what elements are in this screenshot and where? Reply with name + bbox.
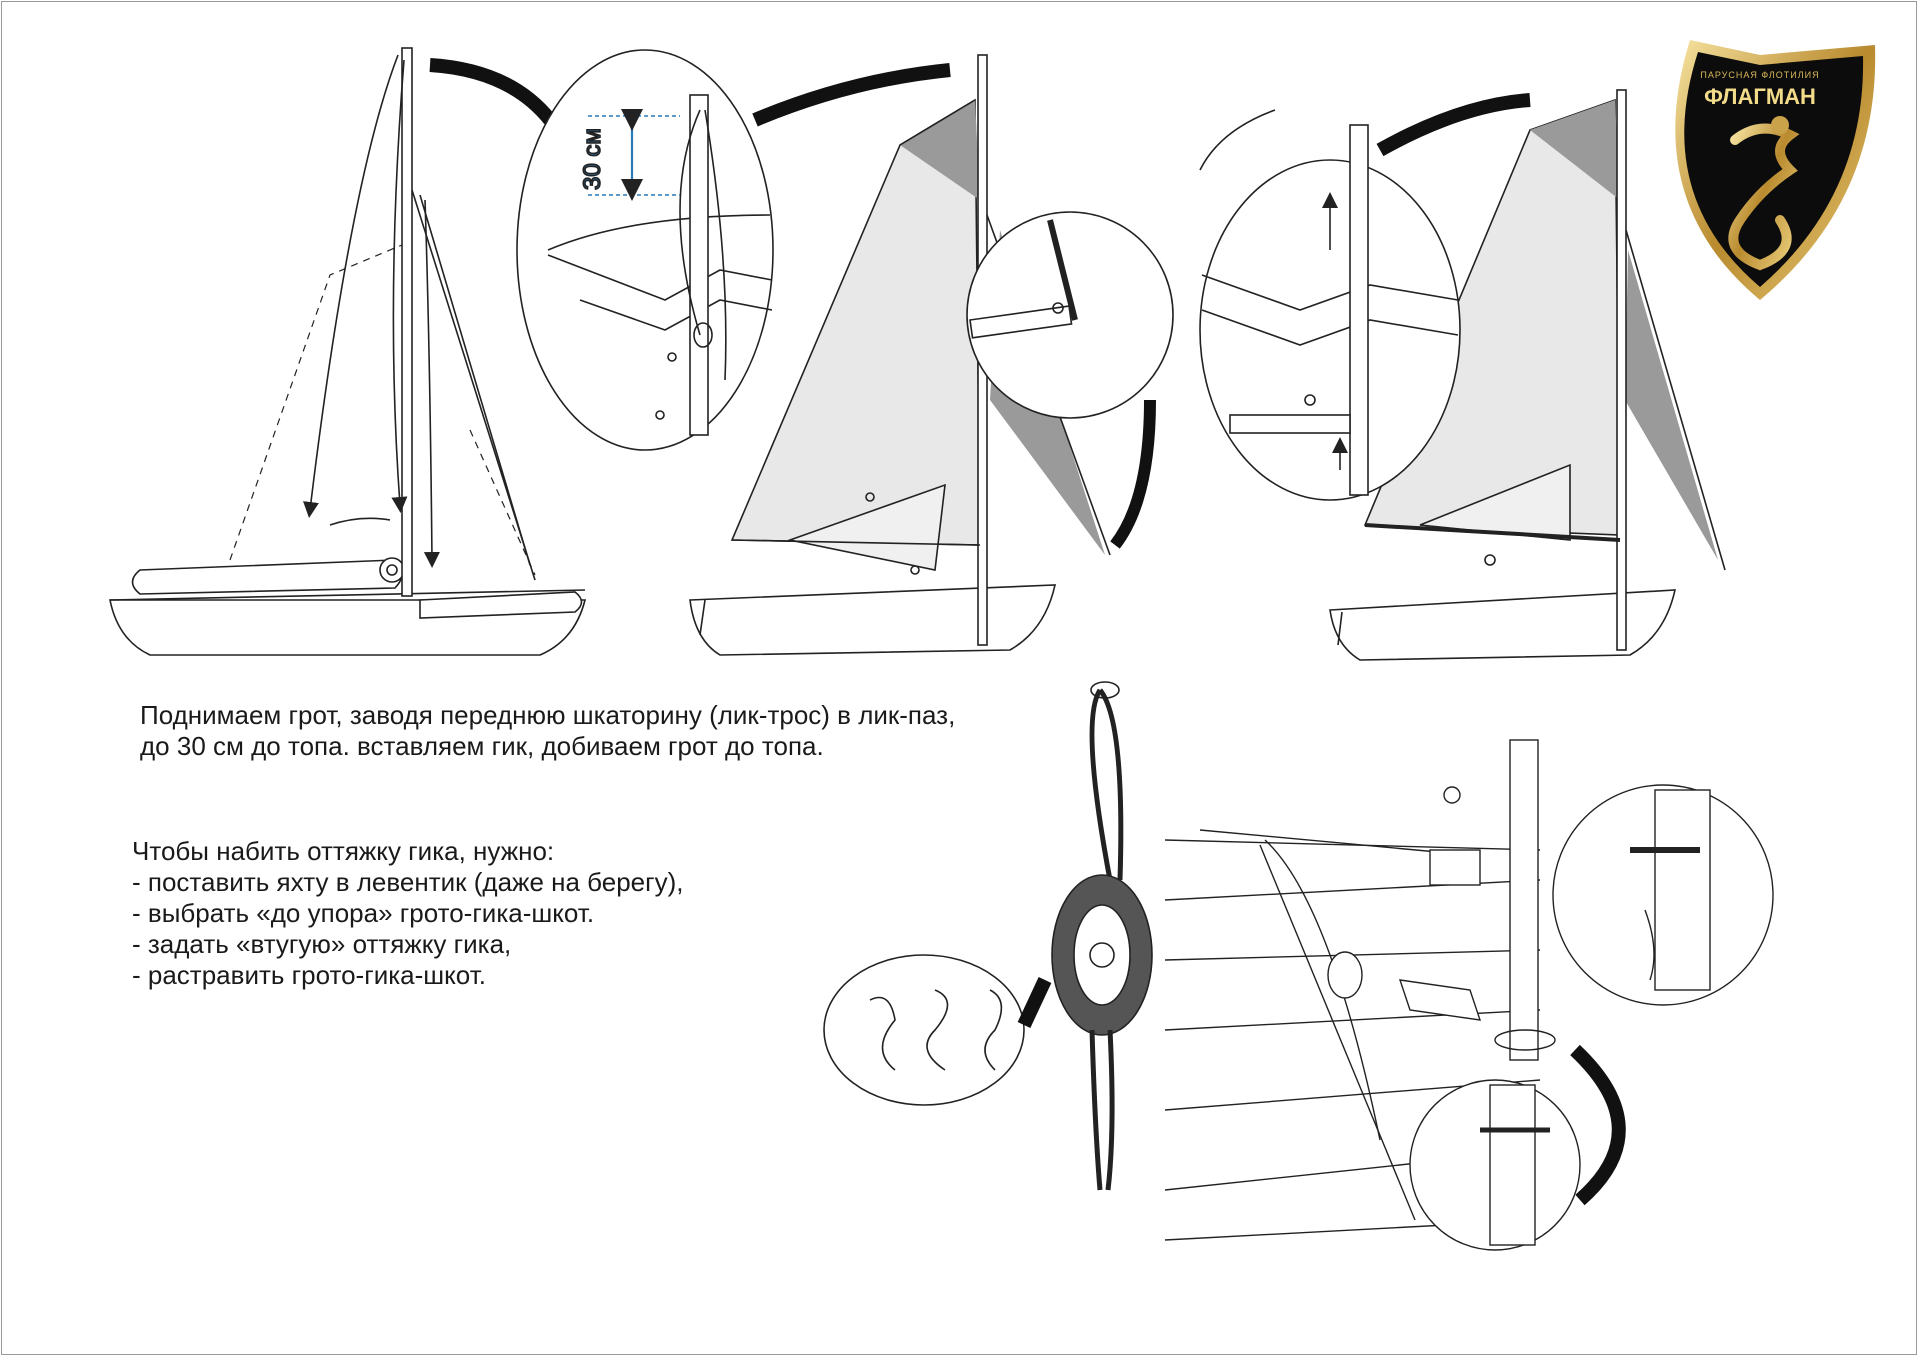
caption-vang-line-3: - выбрать «до упора» грото-гика-шкот. [132,898,595,928]
detail-circle-boom [752,63,1174,549]
vang-detail-scene [1164,739,1774,1251]
caption-vang-line-1: Чтобы набить оттяжку гика, нужно: [132,836,555,866]
dimension-label: 30 см [579,128,606,190]
caption-raise-line-2: до 30 см до топа. вставляем гик, добивае… [140,731,824,761]
figure-eight-knot-detail [823,681,1153,1191]
caption-vang-line-5: - растравить грото-гика-шкот. [132,960,486,990]
boat-1-illustration [109,47,587,656]
detail-oval-outhaul [1199,93,1531,501]
boat-3-illustration [1329,89,1726,661]
caption-raise-line-1: Поднимаем грот, заводя переднюю шкаторин… [140,700,956,730]
badge-top-line: ПАРУСНАЯ ФЛОТИЛИЯ [1700,70,1819,80]
detail-oval-halyard: 30 см [429,49,774,451]
caption-raise-mainsail: Поднимаем грот, заводя переднюю шкаторин… [140,700,955,762]
caption-boom-vang: Чтобы набить оттяжку гика, нужно: - пост… [132,836,684,991]
badge-name: ФЛАГМАН [1704,84,1816,109]
caption-vang-line-2: - поставить яхту в левентик (даже на бер… [132,867,684,897]
caption-vang-line-4: - задать «втугую» оттяжку гика, [132,929,512,959]
flotilla-logo-badge: ПАРУСНАЯ ФЛОТИЛИЯ ФЛАГМАН [1675,40,1876,300]
